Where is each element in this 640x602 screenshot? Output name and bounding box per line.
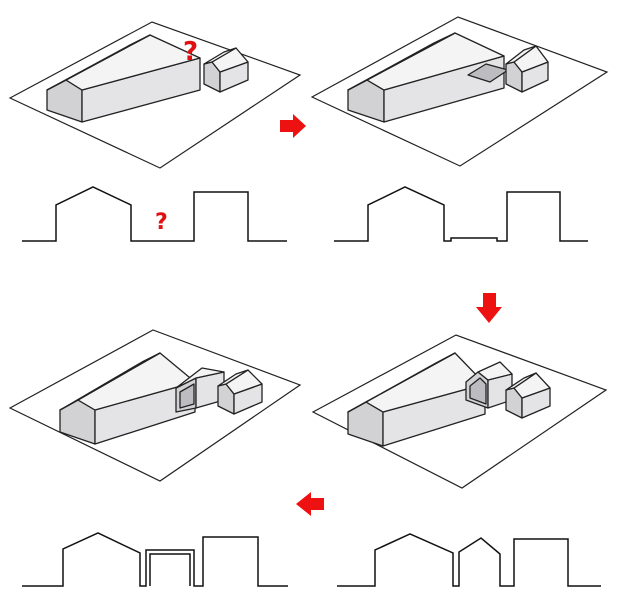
small-house <box>217 369 263 415</box>
step-1-isometric: ? <box>8 21 302 169</box>
small-house <box>203 47 249 93</box>
arrow-down-icon <box>476 293 502 323</box>
section-profile-3 <box>337 533 601 587</box>
small-house <box>505 372 551 419</box>
section-profile-4 <box>22 532 288 587</box>
step-1-section: ? <box>22 186 287 242</box>
arrow-left-icon <box>296 492 324 516</box>
long-gabled-building <box>347 352 486 447</box>
long-gabled-building <box>46 34 201 123</box>
long-gabled-building <box>347 32 505 123</box>
flat-box-link <box>175 367 225 413</box>
small-house <box>505 45 549 93</box>
step-3-section <box>337 533 601 587</box>
step-4-section <box>22 532 288 587</box>
pitched-link <box>465 361 513 409</box>
step-3-isometric <box>311 334 608 489</box>
question-mark-section: ? <box>155 210 168 235</box>
step-2-isometric <box>310 16 609 167</box>
section-profile-2 <box>334 186 588 242</box>
step-2-section <box>334 186 588 242</box>
section-profile-4-inner <box>149 553 191 586</box>
section-profile-1 <box>22 186 287 242</box>
step-4-isometric <box>8 329 302 482</box>
question-mark-iso: ? <box>183 37 198 67</box>
arrow-right-icon <box>280 114 306 138</box>
